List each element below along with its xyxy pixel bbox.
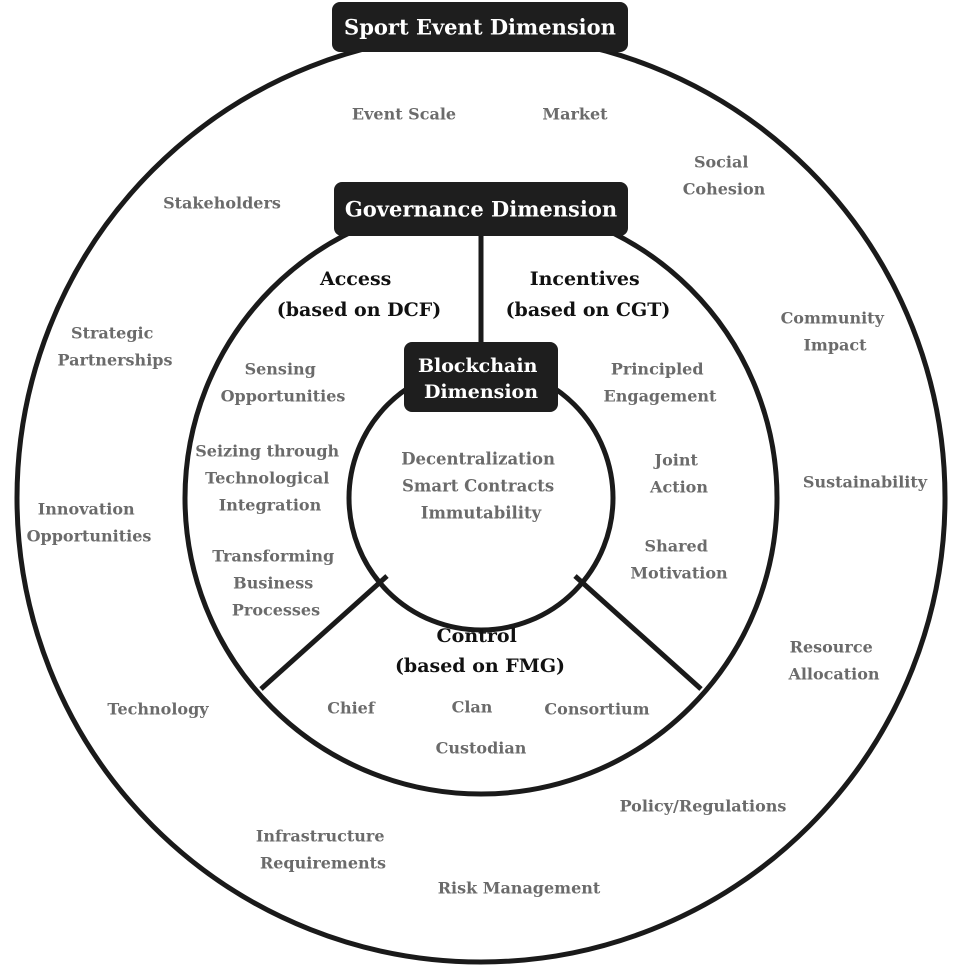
factor-strategic-partnerships: Strategic Partnerships [58, 318, 173, 370]
access-item-sensing: Sensing Opportunities [221, 354, 346, 406]
sport-event-ring [14, 31, 948, 965]
control-title: Control (based on FMG) [395, 619, 565, 677]
factor-technology: Technology [107, 700, 209, 719]
divider-incentives-control [573, 574, 703, 691]
factor-risk-management: Risk Management [438, 879, 601, 898]
control-item-custodian: Custodian [436, 739, 527, 758]
factor-infrastructure-requirements: Infrastructure Requirements [256, 821, 390, 873]
blockchain-header: Blockchain Dimension [404, 342, 558, 412]
sport-event-header: Sport Event Dimension [332, 2, 628, 52]
incentives-item-principled: Principled Engagement [604, 354, 717, 406]
factor-resource-allocation: Resource Allocation [787, 632, 879, 684]
divider-access-control [259, 574, 389, 691]
sport-event-title: Sport Event Dimension [344, 15, 616, 40]
blockchain-items: Decentralization Smart Contracts Immutab… [401, 444, 561, 523]
factor-stakeholders: Stakeholders [163, 194, 281, 213]
factor-policy-regulations: Policy/Regulations [620, 797, 787, 816]
access-item-transforming: Transforming Business Processes [212, 541, 340, 620]
control-item-consortium: Consortium [544, 700, 649, 719]
incentives-title: Incentives (based on CGT) [506, 262, 671, 321]
factor-sustainability: Sustainability [803, 473, 928, 492]
factor-innovation-opportunities: Innovation Opportunities [27, 494, 152, 546]
incentives-item-shared: Shared Motivation [630, 531, 728, 583]
factor-social-cohesion: Social Cohesion [683, 147, 766, 199]
factor-event-scale: Event Scale [352, 105, 456, 124]
blockchain-title: Blockchain Dimension [418, 349, 544, 403]
access-title: Access (based on DCF) [277, 262, 441, 321]
governance-header: Governance Dimension [334, 182, 628, 236]
access-item-seizing: Seizing through Technological Integratio… [195, 436, 345, 515]
governance-title: Governance Dimension [345, 197, 617, 222]
factor-community-impact: Community Impact [781, 303, 890, 355]
factor-market: Market [542, 105, 608, 124]
incentives-item-joint: Joint Action [649, 445, 708, 497]
control-item-clan: Clan [452, 698, 493, 717]
control-item-chief: Chief [327, 699, 376, 718]
